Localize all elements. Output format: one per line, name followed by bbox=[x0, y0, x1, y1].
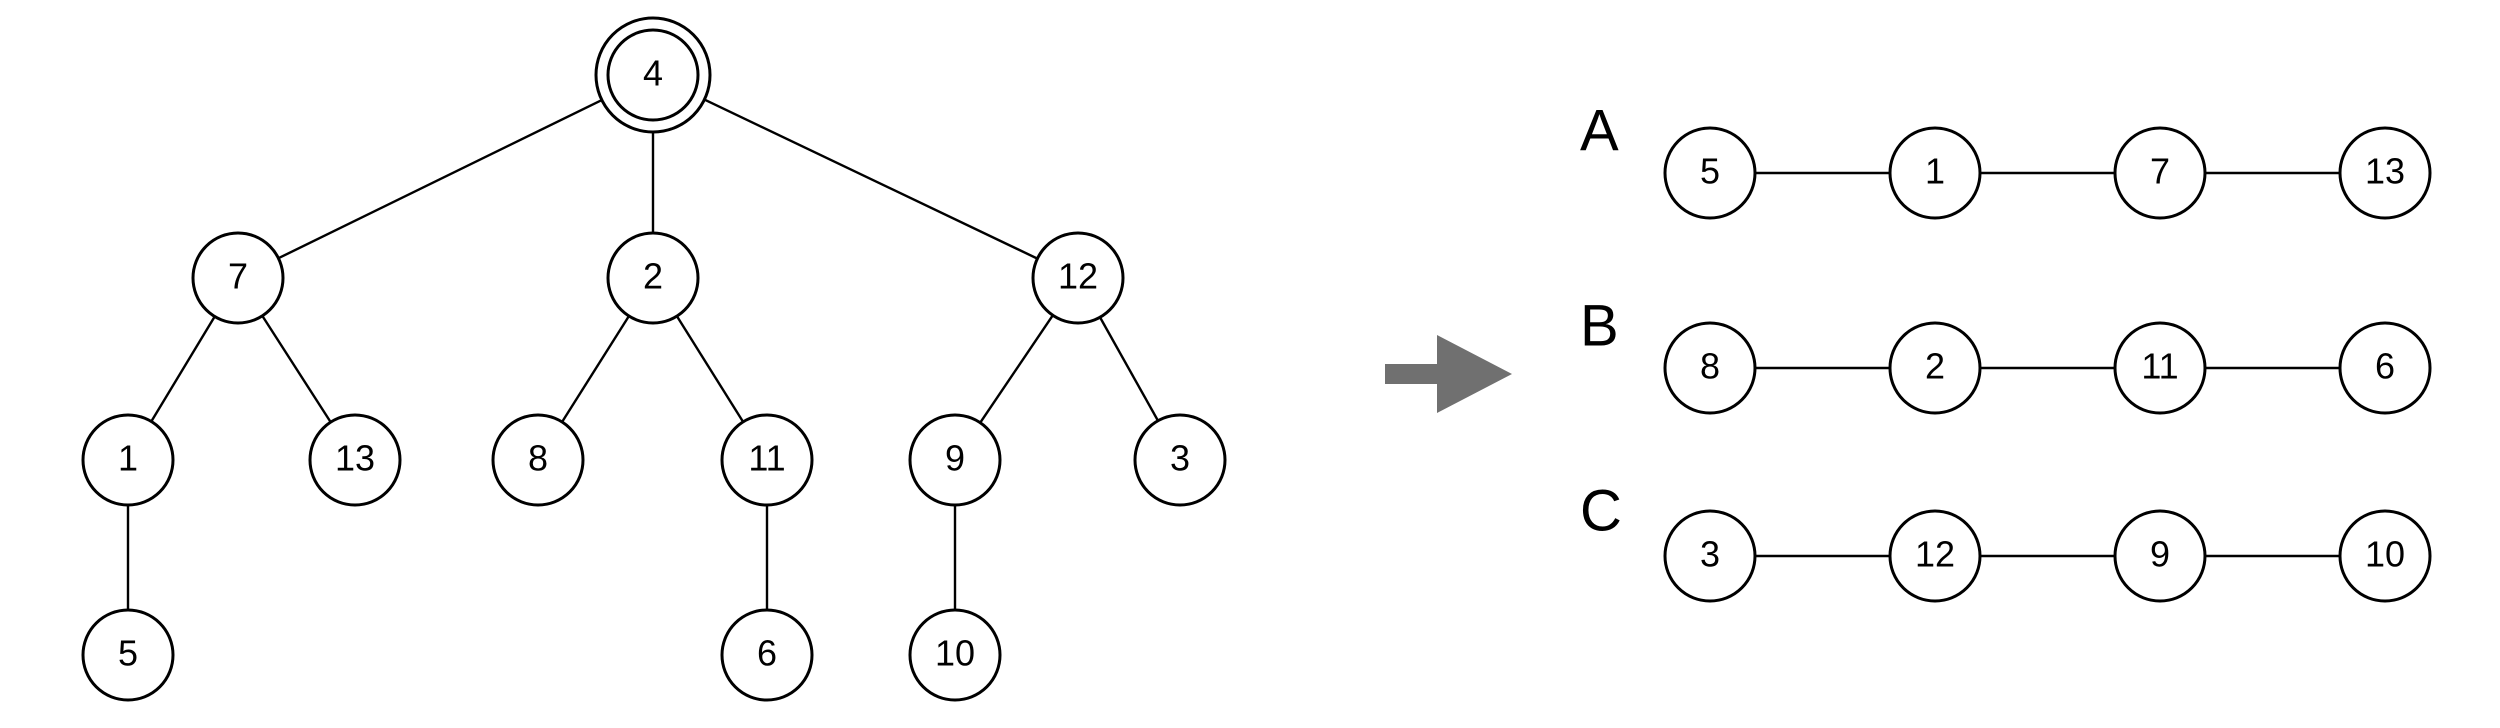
node-circle bbox=[1031, 231, 1125, 325]
node-circle bbox=[908, 413, 1002, 507]
node-circle bbox=[1663, 126, 1757, 220]
chain-node-label: 6 bbox=[2375, 346, 2395, 387]
node-circle bbox=[308, 413, 402, 507]
tree-node: 10 bbox=[908, 608, 1002, 702]
tree-node: 1 bbox=[81, 413, 175, 507]
tree-edge-4-7 bbox=[277, 98, 603, 260]
chain-node: 13 bbox=[2338, 126, 2432, 220]
tree-edge-2-8 bbox=[561, 315, 630, 423]
node-circle bbox=[606, 231, 700, 325]
node-circle bbox=[1133, 413, 1227, 507]
tree-node: 3 bbox=[1133, 413, 1227, 507]
node-circle bbox=[1663, 321, 1757, 415]
chain-node: 6 bbox=[2338, 321, 2432, 415]
chain-node-label: 2 bbox=[1925, 346, 1945, 387]
node-circle bbox=[2338, 509, 2432, 603]
chain-node: 5 bbox=[1663, 126, 1757, 220]
node-circle bbox=[908, 608, 1002, 702]
node-circle bbox=[2113, 321, 2207, 415]
node-circle bbox=[720, 413, 814, 507]
tree-node: 6 bbox=[720, 608, 814, 702]
tree-node: 2 bbox=[606, 231, 700, 325]
chain-node: 9 bbox=[2113, 509, 2207, 603]
chain-node-label: 3 bbox=[1700, 534, 1720, 575]
chain-node-label: 8 bbox=[1700, 346, 1720, 387]
node-circle bbox=[606, 28, 700, 122]
tree-node-label: 8 bbox=[528, 438, 548, 479]
chain-node: 10 bbox=[2338, 509, 2432, 603]
tree-root-node: 4 bbox=[594, 16, 712, 134]
tree-node: 11 bbox=[720, 413, 814, 507]
chain-c: C 3 12 9 10 bbox=[1580, 478, 2432, 603]
chain-node-label: 12 bbox=[1915, 534, 1955, 575]
chain-node-label: 7 bbox=[2150, 151, 2170, 192]
tree-node-label: 5 bbox=[118, 633, 138, 674]
tree-node: 13 bbox=[308, 413, 402, 507]
chain-label: C bbox=[1580, 478, 1622, 543]
node-circle bbox=[2113, 126, 2207, 220]
tree-edge-7-13 bbox=[261, 315, 332, 423]
chain-node-label: 13 bbox=[2365, 151, 2405, 192]
chain-label: B bbox=[1580, 293, 1619, 358]
chain-node-label: 10 bbox=[2365, 534, 2405, 575]
chain-node: 11 bbox=[2113, 321, 2207, 415]
chain-node-label: 5 bbox=[1700, 151, 1720, 192]
tree-edge-7-1 bbox=[150, 315, 216, 423]
node-circle bbox=[1888, 509, 1982, 603]
tree-edge-12-3 bbox=[1098, 316, 1160, 422]
chain-node: 7 bbox=[2113, 126, 2207, 220]
tree-node: 9 bbox=[908, 413, 1002, 507]
tree-node: 12 bbox=[1031, 231, 1125, 325]
tree-node-label: 10 bbox=[935, 633, 975, 674]
tree-node: 5 bbox=[81, 608, 175, 702]
tree-node-label: 11 bbox=[748, 438, 785, 479]
chain-node: 8 bbox=[1663, 321, 1757, 415]
node-circle bbox=[2338, 321, 2432, 415]
node-circle bbox=[81, 413, 175, 507]
node-circle bbox=[191, 231, 285, 325]
node-circle bbox=[1888, 126, 1982, 220]
chain-node-label: 9 bbox=[2150, 534, 2170, 575]
node-circle bbox=[1888, 321, 1982, 415]
chain-b: B 8 2 11 6 bbox=[1580, 293, 2432, 415]
chain-node-label: 1 bbox=[1925, 151, 1945, 192]
chain-node: 3 bbox=[1663, 509, 1757, 603]
tree-node-label: 6 bbox=[757, 633, 777, 674]
right-arrow-icon bbox=[1385, 335, 1512, 413]
chain-node-label: 11 bbox=[2141, 346, 2178, 387]
node-circle bbox=[2338, 126, 2432, 220]
chain-node: 1 bbox=[1888, 126, 1982, 220]
chain-a: A 5 1 7 13 bbox=[1580, 98, 2432, 220]
chain-node: 2 bbox=[1888, 321, 1982, 415]
tree-node-label: 13 bbox=[335, 438, 375, 479]
node-circle bbox=[720, 608, 814, 702]
chain-label: A bbox=[1580, 98, 1619, 163]
tree-nodes: 4 7 2 12 1 13 8 11 9 3 5 6 10 bbox=[81, 16, 1227, 702]
tree-edge-4-12 bbox=[703, 98, 1038, 260]
node-circle bbox=[491, 413, 585, 507]
tree-edge-12-9 bbox=[979, 314, 1054, 424]
arrow-head bbox=[1437, 335, 1512, 413]
tree-node-label: 9 bbox=[945, 438, 965, 479]
node-circle bbox=[81, 608, 175, 702]
tree-node: 8 bbox=[491, 413, 585, 507]
tree-node-label: 12 bbox=[1058, 256, 1098, 297]
tree-node-label: 2 bbox=[643, 256, 663, 297]
tree-node: 7 bbox=[191, 231, 285, 325]
tree-edge-2-11 bbox=[675, 315, 745, 423]
tree-node-label: 7 bbox=[228, 256, 248, 297]
tree-node-label: 1 bbox=[118, 438, 138, 479]
chain-node: 12 bbox=[1888, 509, 1982, 603]
tree-node-label: 4 bbox=[643, 53, 663, 94]
node-circle bbox=[2113, 509, 2207, 603]
tree-node-label: 3 bbox=[1170, 438, 1190, 479]
arrow-shaft bbox=[1385, 364, 1447, 384]
tree-edges bbox=[126, 98, 1160, 610]
node-circle bbox=[1663, 509, 1757, 603]
